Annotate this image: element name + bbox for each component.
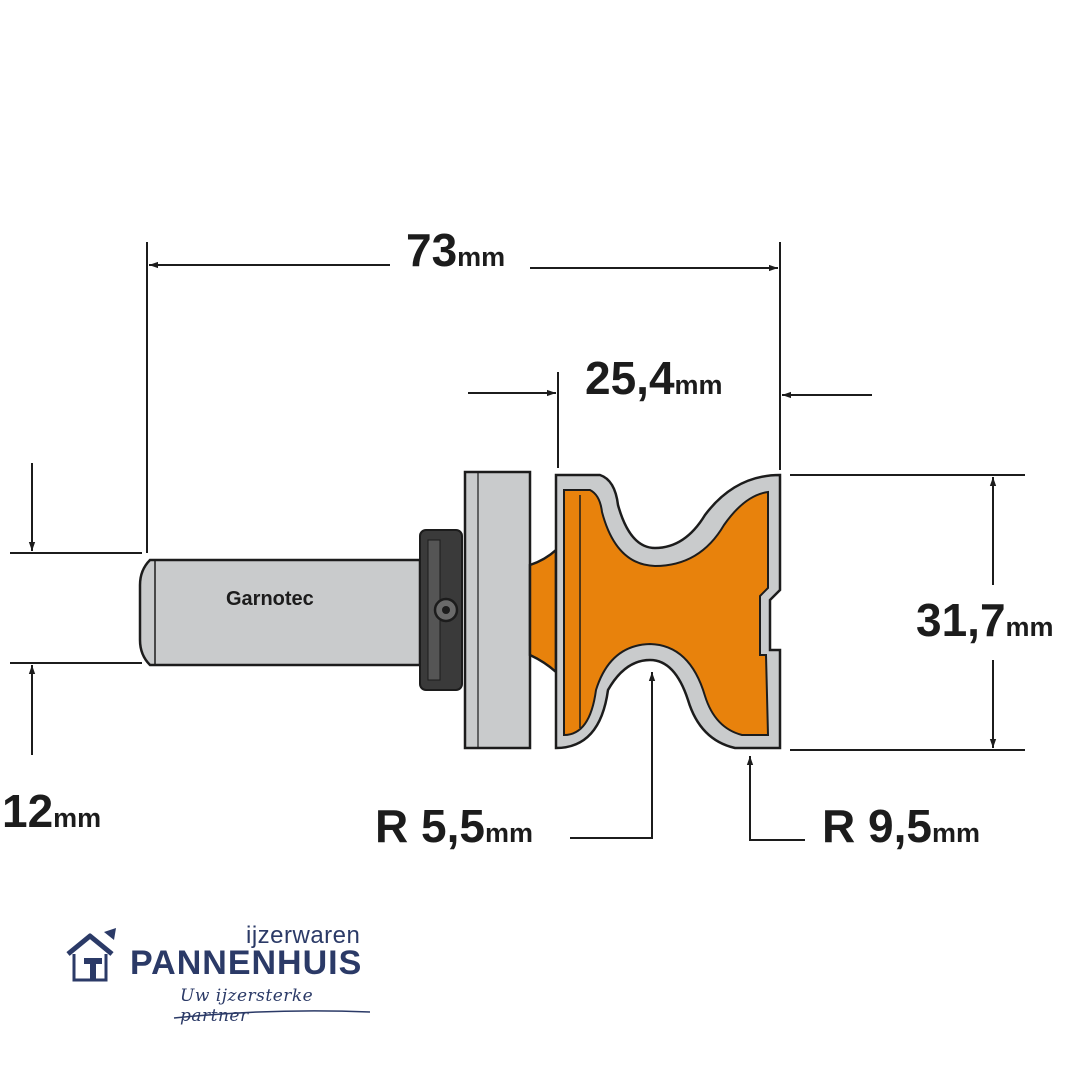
overall-length-label: 73mm <box>406 224 505 276</box>
radius-large-prefix: R <box>822 800 868 852</box>
logo-main-text: PANNENHUIS <box>130 944 363 982</box>
router-bit: Garnotec <box>138 470 782 750</box>
radius-small-label: R 5,5mm <box>375 800 533 852</box>
radius-large-value: 9,5 <box>868 800 932 852</box>
cutter-body <box>563 489 770 737</box>
cutting-length-unit: mm <box>675 370 723 400</box>
dimension-radius-small: R 5,5mm <box>375 672 656 852</box>
cutting-length-label: 25,4mm <box>585 352 723 404</box>
neck <box>528 547 558 675</box>
radius-small-prefix: R <box>375 800 421 852</box>
logo-swoosh-icon <box>173 1010 371 1019</box>
dimension-cutting-diameter: 31,7mm <box>790 474 1054 751</box>
dimension-cutting-length: 25,4mm <box>468 352 872 468</box>
shank-diameter-label: 12mm <box>2 785 101 837</box>
bearing <box>463 470 532 750</box>
logo-house-hammer-icon <box>66 928 116 982</box>
logo-small-text: ijzerwaren <box>246 922 361 949</box>
leader-radius-large <box>746 756 805 841</box>
cutting-diameter-unit: mm <box>1006 612 1054 642</box>
radius-large-unit: mm <box>932 818 980 848</box>
cutting-diameter-label: 31,7mm <box>916 594 1054 646</box>
radius-small-unit: mm <box>485 818 533 848</box>
shank-diameter-unit: mm <box>53 803 101 833</box>
radius-large-label: R 9,5mm <box>822 800 980 852</box>
logo-tagline: Uw ijzersterke partner <box>180 986 314 1026</box>
dimension-radius-large: R 9,5mm <box>746 756 980 852</box>
leader-radius-small <box>570 672 656 839</box>
overall-length-value: 73 <box>406 224 457 276</box>
shank <box>138 558 422 667</box>
cutting-length-value: 25,4 <box>585 352 675 404</box>
set-screw-hole <box>442 606 450 614</box>
shank-brand-label: Garnotec <box>226 588 314 610</box>
radius-small-value: 5,5 <box>421 800 485 852</box>
pannenhuis-logo: ijzerwaren PANNENHUIS Uw ijzersterke par… <box>60 920 380 1030</box>
overall-length-unit: mm <box>457 242 505 272</box>
dimension-overall-length: 73mm <box>146 224 781 553</box>
cutting-diameter-value: 31,7 <box>916 594 1006 646</box>
dimension-shank-diameter: 12mm <box>2 463 142 837</box>
shank-diameter-value: 12 <box>2 785 53 837</box>
